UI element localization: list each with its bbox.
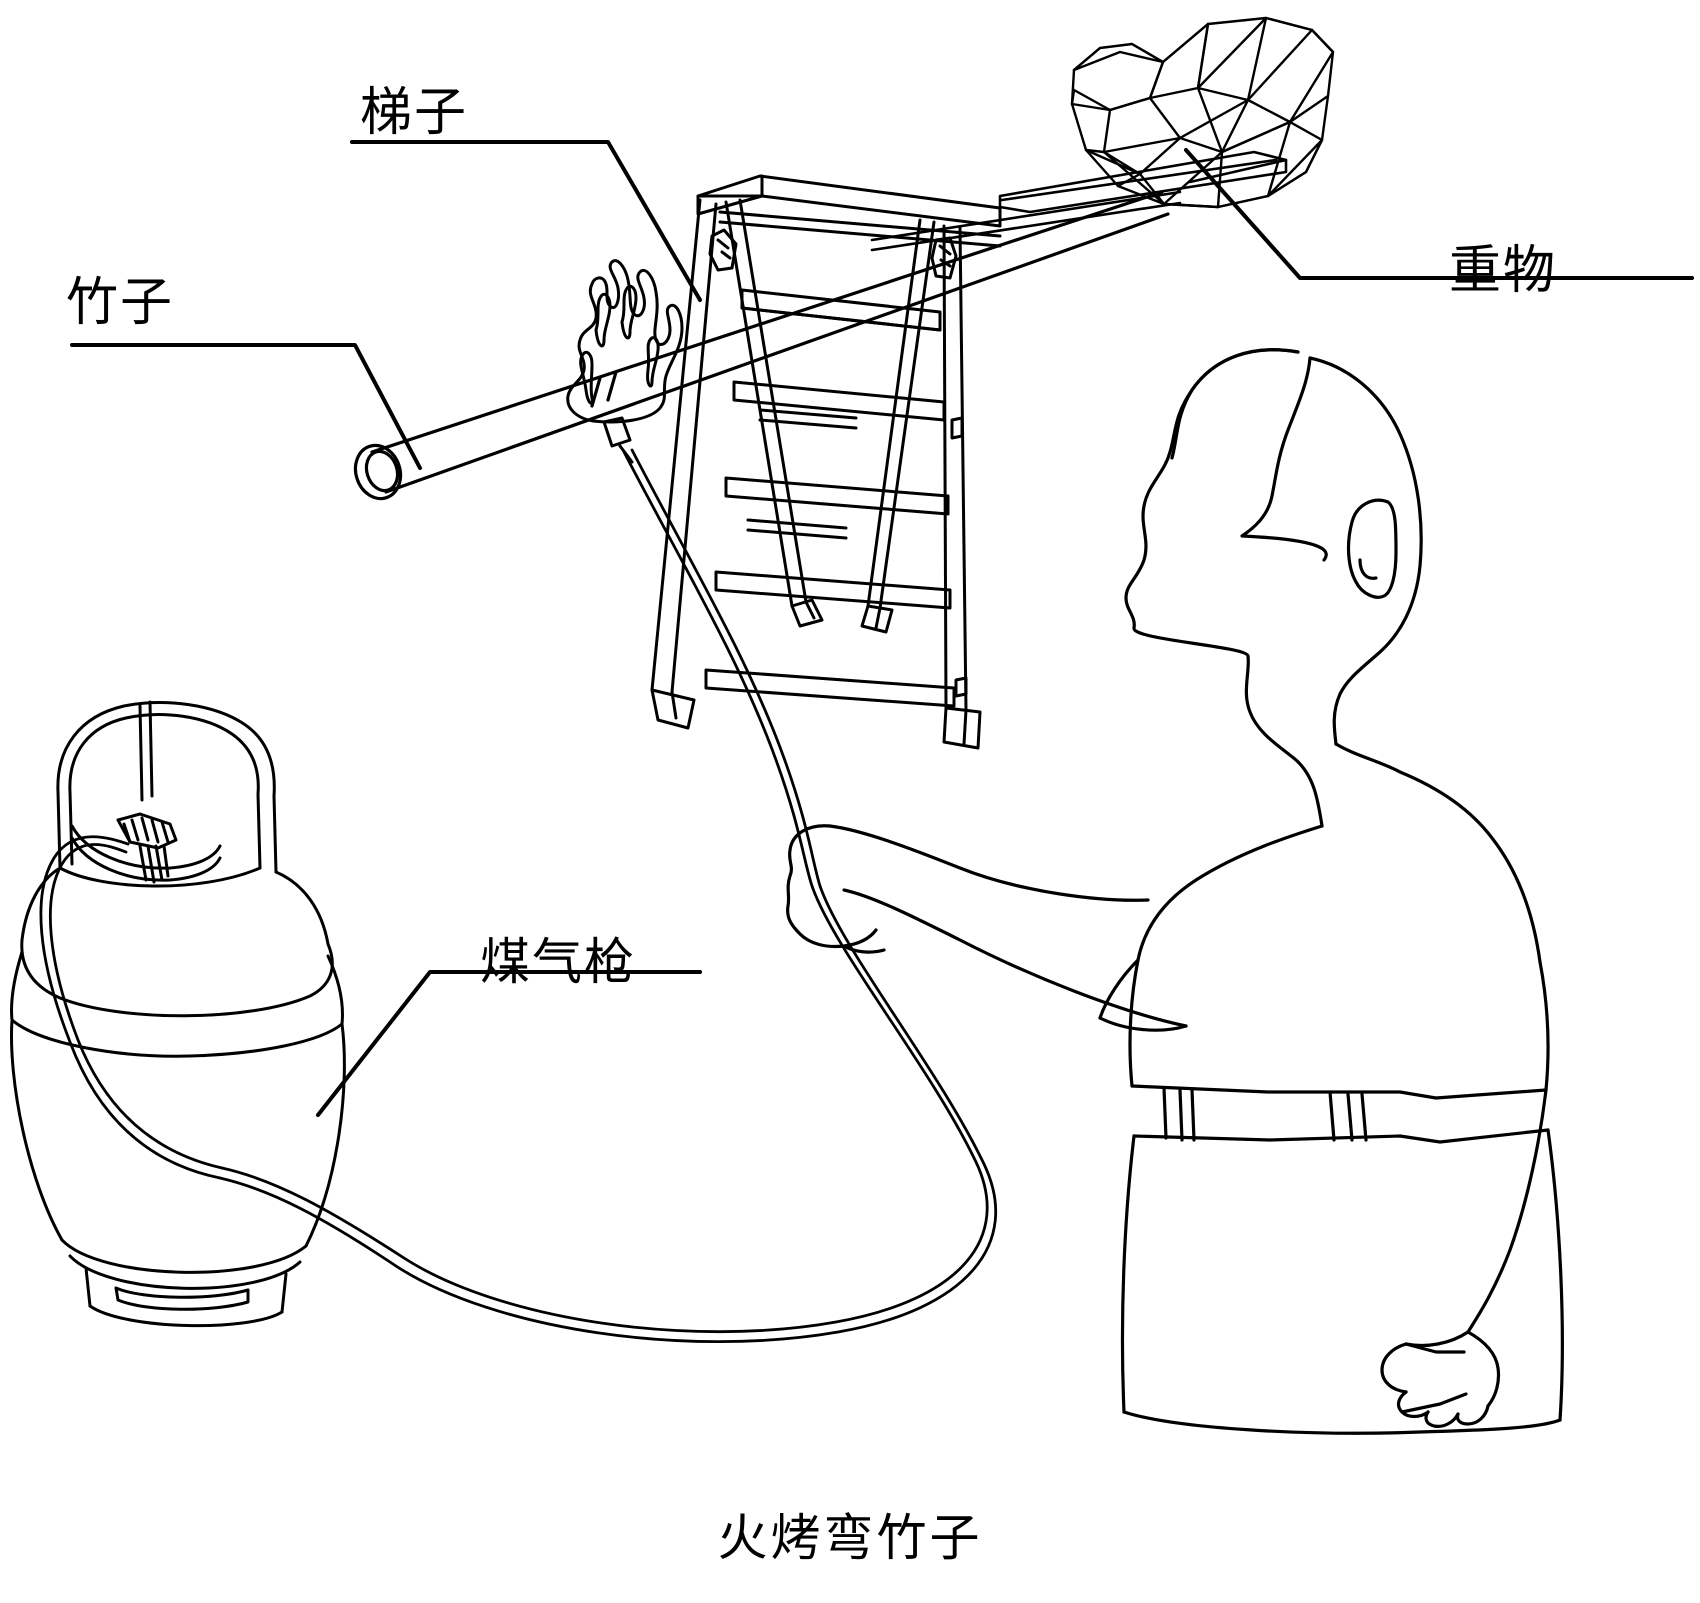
weight-plank [998,150,1288,214]
leader-line-torch [316,970,702,1117]
leader-line-ladder [350,140,702,302]
gas-hose [39,448,998,1343]
label-bamboo: 竹子 [66,273,175,333]
leader-line-bamboo [70,343,422,470]
label-weight: 重物 [1449,241,1558,301]
support-board [870,190,1182,252]
leader-line-weight [1184,148,1694,280]
gas-torch-nozzle [602,416,634,464]
figure-caption: 火烤弯竹子 [717,1509,983,1567]
weight-block [1070,16,1335,209]
flame [566,259,684,424]
bamboo-pole [353,190,1170,501]
ladder [650,174,1002,750]
label-gas-torch: 煤气枪 [480,933,636,991]
person [786,348,1564,1435]
label-ladder: 梯子 [360,83,469,143]
gas-cylinder [10,700,346,1328]
